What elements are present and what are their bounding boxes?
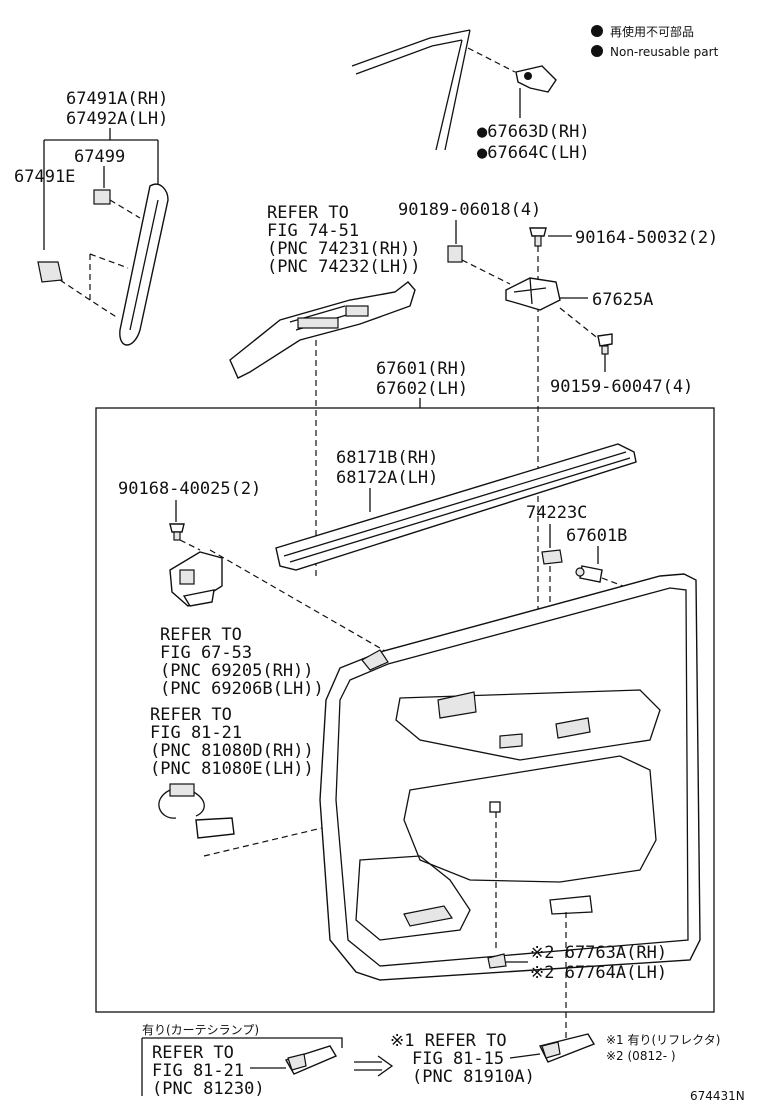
label-ref7451-1: REFER TO (267, 203, 349, 223)
part-90159-screw (597, 333, 613, 355)
label-90159: 90159-60047(4) (550, 377, 693, 397)
label-ref8121-2: FIG 81-21 (150, 723, 242, 743)
note-2: ※2 (0812- ) (606, 1049, 676, 1063)
part-74223c (541, 549, 563, 565)
part-reflector (538, 1033, 596, 1063)
label-74223c: 74223C (526, 503, 587, 523)
label-ref8115-3: (PNC 81910A) (412, 1067, 535, 1087)
label-67764a: ※2 67764A(LH) (530, 963, 667, 983)
glass-run-line (444, 29, 471, 151)
note-1: ※1 有り(リフレクタ) (606, 1033, 720, 1047)
label-67602: 67602(LH) (376, 379, 468, 399)
part-67625a-bracket (505, 277, 561, 311)
part-67601b-clip (575, 565, 603, 583)
leader-dashed (59, 253, 129, 319)
glass-run-line (351, 29, 471, 67)
part-inside-handle (169, 551, 223, 607)
label-ref6753-2: FIG 67-53 (160, 643, 252, 663)
part-90168-screw (169, 523, 185, 541)
leader-dashed (559, 307, 601, 341)
label-ref8121-4: (PNC 81080E(LH)) (150, 759, 314, 779)
part-90189-nut (447, 245, 463, 263)
part-window-switch-harness (158, 783, 235, 839)
label-ref8121-1: REFER TO (150, 705, 232, 725)
glass-run-line (435, 39, 463, 151)
part-90164-screw (529, 227, 547, 247)
label-box-ref-1: REFER TO (152, 1043, 234, 1063)
leader-dashed (109, 199, 141, 219)
label-67491e: 67491E (14, 167, 75, 187)
part-67763a-clip (487, 953, 507, 969)
label-ref8115-2: FIG 81-15 (412, 1049, 504, 1069)
part-pillar-garnish (119, 183, 169, 346)
label-67763a: ※2 67763A(RH) (530, 943, 667, 963)
label-67664c: ●67664C(LH) (477, 143, 590, 163)
part-67491e-clip (37, 261, 63, 283)
label-box-ref-2: FIG 81-21 (152, 1061, 244, 1081)
label-90168: 90168-40025(2) (118, 479, 261, 499)
part-courtesy-lamp (284, 1045, 338, 1075)
legend-jp: 再使用不可部品 (610, 24, 694, 39)
part-switch-base (229, 281, 416, 379)
label-ref8115-1: ※1 REFER TO (390, 1031, 507, 1051)
legend-bullet-icon (591, 45, 603, 57)
label-ref7451-4: (PNC 74232(LH)) (267, 257, 421, 277)
arrow-right-icon (354, 1055, 394, 1077)
figure-id: 674431N (690, 1089, 745, 1103)
label-ref7451-2: FIG 74-51 (267, 221, 359, 241)
legend-bullet-icon (591, 25, 603, 37)
label-ref8121-3: (PNC 81080D(RH)) (150, 741, 314, 761)
label-box-caption: 有り(カーテシランプ) (142, 1023, 259, 1037)
assembly-frame (95, 407, 715, 1013)
label-68172a: 68172A(LH) (336, 468, 438, 488)
label-box-ref-3: (PNC 81230) (152, 1079, 265, 1099)
label-67663d: ●67663D(RH) (477, 122, 590, 142)
leader-line (43, 128, 159, 250)
label-67601b: 67601B (566, 526, 627, 546)
label-90164: 90164-50032(2) (575, 228, 718, 248)
label-ref6753-4: (PNC 69206B(LH)) (160, 679, 324, 699)
courtesy-lamp-bracket (141, 1037, 343, 1096)
part-67663d (515, 65, 557, 93)
part-67499-clip (93, 189, 111, 205)
leader-dashed (467, 47, 516, 73)
leader-dashed (461, 259, 511, 285)
label-67499: 67499 (74, 147, 125, 167)
label-67625a: 67625A (592, 290, 653, 310)
label-67492a: 67492A(LH) (66, 109, 168, 129)
label-90189: 90189-06018(4) (398, 200, 541, 220)
label-ref6753-3: (PNC 69205(RH)) (160, 661, 314, 681)
label-ref6753-1: REFER TO (160, 625, 242, 645)
label-67601: 67601(RH) (376, 359, 468, 379)
label-68171b: 68171B(RH) (336, 448, 438, 468)
leader-line (509, 1053, 541, 1059)
label-67491a: 67491A(RH) (66, 89, 168, 109)
part-belt-weatherstrip (275, 443, 637, 571)
glass-run-line (355, 39, 463, 75)
legend-en: Non-reusable part (610, 45, 719, 59)
label-ref7451-3: (PNC 74231(RH)) (267, 239, 421, 259)
part-door-trim-board (319, 573, 701, 981)
